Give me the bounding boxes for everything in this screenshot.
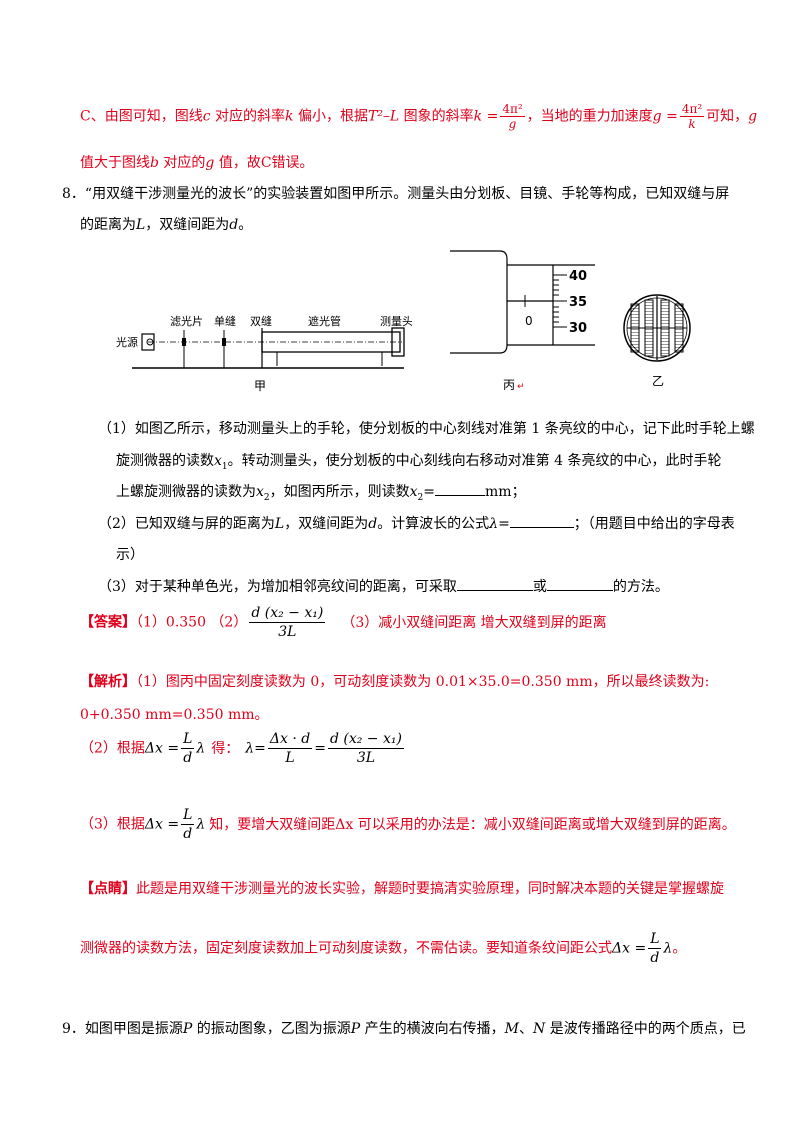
thimble-tick-35: 35 <box>569 295 587 310</box>
q9-stem-line1: 9．如图甲图是振源P 的振动图象，乙图为振源P 产生的横波向右传播，M、N 是波… <box>62 1021 746 1037</box>
caption-bing: 丙 <box>503 378 515 392</box>
q8-stem-line1: 8．“用双缝干涉测量光的波长”的实验装置如图甲所示。测量头由分划板、目镜、手轮等… <box>62 186 730 202</box>
q8-explain-line1: 【解析】（1）图丙中固定刻度读数为 0，可动刻度读数为 0.01×35.0=0.… <box>80 674 710 690</box>
thimble-tick-40: 40 <box>569 269 587 284</box>
answer-blank-method2 <box>546 578 613 591</box>
sleeve-zero: 0 <box>525 314 533 328</box>
label-tube: 遮光管 <box>308 314 341 328</box>
figure-bing-micrometer: 0 40 35 30 丙 ↵ <box>450 250 595 392</box>
q8-part1-line2: 旋测微器的读数x1。转动测量头，使分划板的中心刻线向右移动对准第 4 条亮纹的中… <box>116 453 722 472</box>
label-filter: 滤光片 <box>170 314 203 328</box>
q8-dianjing-line1: 【点睛】此题是用双缝干涉测量光的波长实验，解题时要搞清实验原理，同时解决本题的关… <box>80 881 724 897</box>
label-double-slit: 双缝 <box>250 314 272 328</box>
label-light-source: 光源 <box>116 335 138 349</box>
q8-part1-line1: （1）如图乙所示，移动测量头上的手轮，使分划板的中心刻线对准第 1 条亮纹的中心… <box>98 421 755 437</box>
caption-jia: 甲 <box>254 379 266 393</box>
svg-text:↵: ↵ <box>517 382 525 392</box>
figure-yi-reticle: 乙 <box>623 294 691 388</box>
label-measure-head: 测量头 <box>380 315 412 328</box>
answer-blank-x2 <box>435 483 486 496</box>
q8-answer: 【答案】（1）0.350 （2）d (x₂ − x₁)3L（3）减小双缝间距离 … <box>80 605 607 640</box>
caption-yi: 乙 <box>652 374 664 388</box>
q8-explain-line2: 0+0.350 mm=0.350 mm。 <box>80 707 269 723</box>
figure-jia-apparatus: 光源 滤光片 单缝 双缝 遮光管 测量头 甲 <box>116 314 412 393</box>
shading-tube <box>261 331 401 353</box>
q8-part1-line3: 上螺旋测微器的读数为x2，如图丙所示，则读数x2=mm； <box>116 483 526 503</box>
q8-stem-line2: 的距离为L，双缝间距为d。 <box>80 217 253 233</box>
answer-blank-method1 <box>456 578 533 591</box>
q8-part2-line1: （2）已知双缝与屏的距离为L，双缝间距为d。计算波长的公式λ=；（用题目中给出的… <box>98 515 735 532</box>
q8-dianjing-line2: 测微器的读数方法，固定刻度读数加上可动刻度读数，不需估读。要知道条纹间距公式Δx… <box>80 931 687 966</box>
label-single-slit: 单缝 <box>214 314 236 328</box>
answer-fraction: d (x₂ − x₁)3L <box>249 605 326 640</box>
q8-part2-line2: 示） <box>116 547 144 563</box>
prev-option-c-line2: 值大于图线b 对应的g 值，故C错误。 <box>80 155 314 171</box>
answer-blank-lambda <box>509 515 574 528</box>
thimble-tick-30: 30 <box>569 321 587 336</box>
q8-part3: （3）对于某种单色光，为增加相邻亮纹间的距离，可采取或的方法。 <box>98 578 669 595</box>
